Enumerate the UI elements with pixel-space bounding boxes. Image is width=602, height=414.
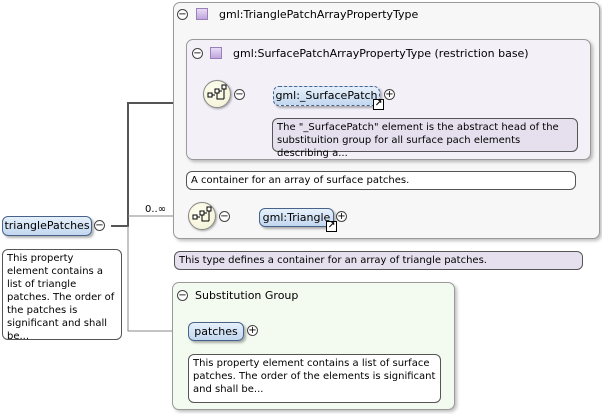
link-icon[interactable]: ↗ [373, 99, 384, 110]
inner-type-annotation: A container for an array of surface patc… [186, 171, 576, 190]
surface-patch-element-node[interactable]: gml:_SurfacePatch [273, 86, 380, 106]
link-icon[interactable]: ↗ [326, 221, 337, 232]
complex-type-icon [196, 8, 208, 20]
patches-element-node[interactable]: patches [188, 322, 244, 341]
outer-type-collapse-toggle[interactable]: − [177, 9, 188, 20]
root-collapse-toggle[interactable]: − [94, 220, 105, 231]
sequence-compositor-icon[interactable] [188, 202, 216, 230]
substitution-group-collapse-toggle[interactable]: − [177, 290, 188, 301]
sequence-compositor-icon[interactable] [203, 80, 231, 108]
outer-type-annotation: This type defines a container for an arr… [174, 251, 583, 270]
triangle-element-node[interactable]: gml:Triangle [259, 208, 334, 227]
triangle-expand-toggle[interactable]: + [336, 211, 347, 222]
surface-patch-annotation: The "_SurfacePatch" element is the abstr… [272, 118, 578, 159]
sequence-glyph-icon [192, 206, 212, 222]
complex-type-icon [210, 47, 222, 59]
triangle-cardinality: 0..∞ [145, 204, 167, 215]
surface-patch-expand-toggle[interactable]: + [384, 89, 395, 100]
connector-root-to-substitution [127, 226, 188, 332]
patches-annotation: This property element contains a list of… [188, 354, 441, 403]
connector-root-to-group [111, 102, 201, 227]
inner-type-collapse-toggle[interactable]: − [192, 48, 203, 59]
outer-type-title: gml:TrianglePatchArrayPropertyType [219, 8, 419, 21]
substitution-group-title: Substitution Group [195, 289, 299, 302]
inner-type-title: gml:SurfacePatchArrayPropertyType (restr… [233, 47, 529, 60]
patches-expand-toggle[interactable]: + [247, 325, 258, 336]
sequence-collapse-toggle[interactable]: − [219, 211, 230, 222]
root-annotation: This property element contains a list of… [2, 249, 122, 342]
sequence-collapse-toggle[interactable]: − [234, 89, 245, 100]
sequence-glyph-icon [207, 84, 227, 100]
triangle-patches-element-node[interactable]: trianglePatches [2, 216, 92, 236]
